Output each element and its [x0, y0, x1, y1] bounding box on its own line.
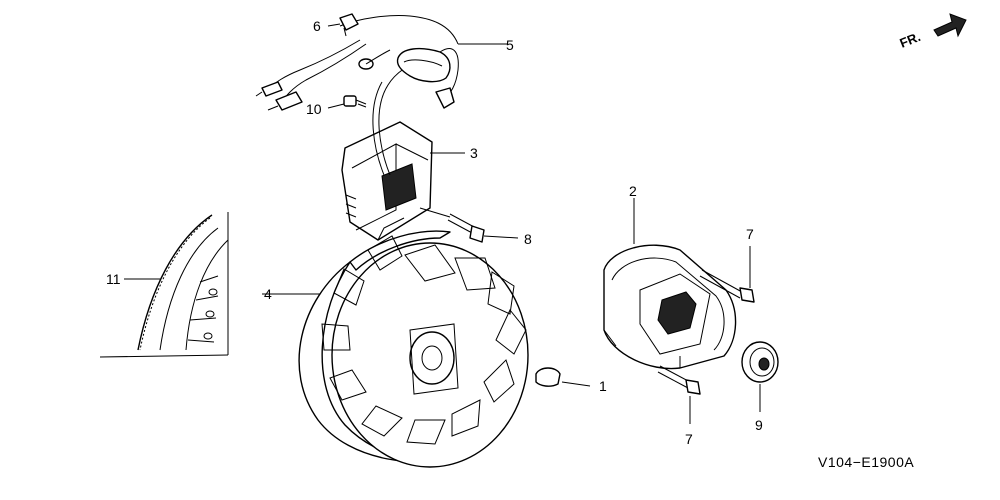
part-1-woodruff-key: [535, 367, 591, 387]
wire-harness: [255, 39, 391, 111]
callout-10: 10: [306, 101, 322, 117]
front-direction-indicator: FR.: [898, 13, 967, 51]
callout-11: 11: [106, 271, 121, 287]
part-6-wire-clamp: [327, 13, 359, 37]
callout-6: 6: [313, 18, 321, 34]
callout-2: 2: [629, 183, 637, 199]
part-7-bolt-lower: [657, 365, 701, 424]
callout-9: 9: [755, 417, 763, 433]
callout-1: 1: [599, 378, 607, 394]
callout-7-upper: 7: [746, 226, 754, 242]
callout-5: 5: [506, 37, 514, 53]
part-2-starter-pulley: [603, 198, 737, 370]
callout-7-lower: 7: [685, 431, 693, 447]
callout-4: 4: [264, 286, 272, 302]
part-8-bolt: [419, 207, 519, 243]
callout-3: 3: [470, 145, 478, 161]
part-9-flange-nut: [741, 341, 779, 412]
part-7-bolt-upper: [699, 246, 755, 303]
part-3-ignition-coil: [341, 61, 465, 241]
diagram-code: V104−E1900A: [818, 454, 914, 470]
part-4-flywheel: [262, 230, 529, 468]
direction-label: FR.: [898, 29, 923, 51]
front-direction-arrow-icon: [933, 13, 967, 38]
part-5-spark-plug-cap: [339, 15, 508, 109]
callout-8: 8: [524, 231, 532, 247]
part-11-ring-gear: [99, 212, 229, 358]
part-10-screw: [327, 95, 367, 109]
